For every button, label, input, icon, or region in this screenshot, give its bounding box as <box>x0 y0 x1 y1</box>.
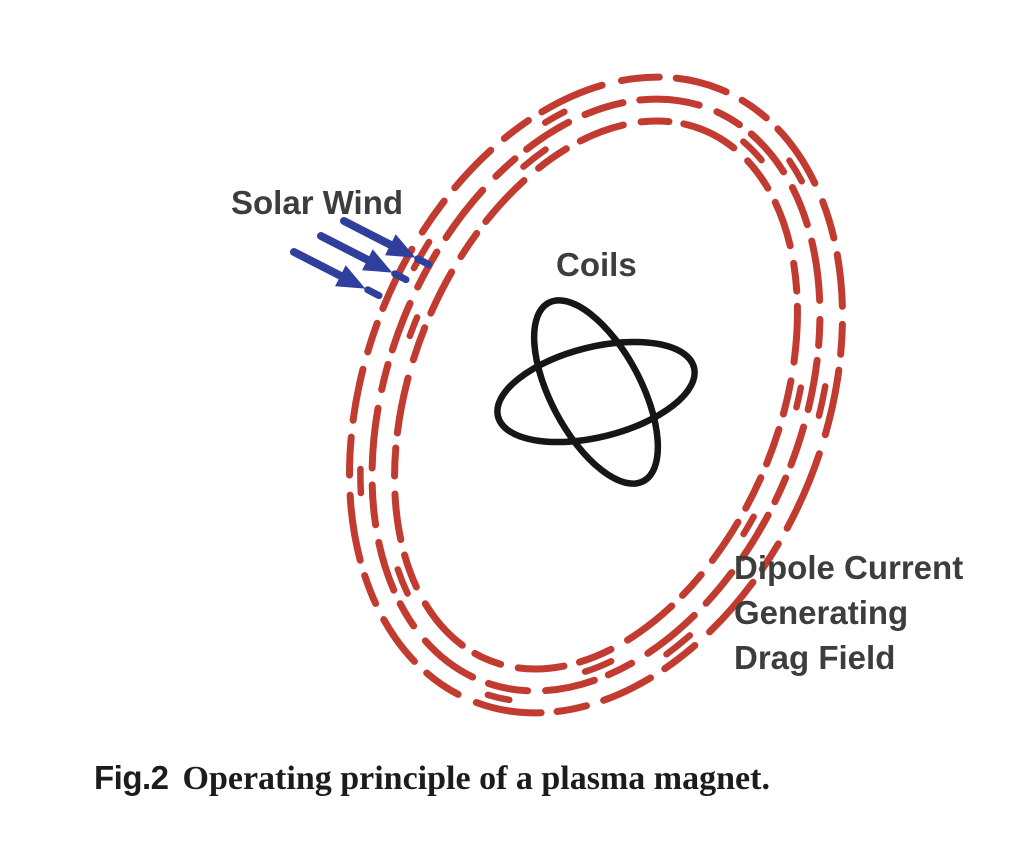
caption-text: Operating principle of a plasma magnet. <box>182 760 770 797</box>
coil-ellipse-1 <box>494 338 698 446</box>
label-dipole-line-2: Generating <box>734 594 909 631</box>
drag-field-ring-outer <box>346 73 846 717</box>
label-dipole-line-3: Drag Field <box>734 639 896 676</box>
drag-field-rings <box>346 73 846 717</box>
drag-field-ring-accent-inner <box>380 106 812 684</box>
label-solar-wind: Solar Wind <box>231 184 404 221</box>
caption-figure-number: Fig.2 <box>94 759 169 796</box>
drag-field-ring-inner <box>391 117 801 673</box>
label-coils: Coils <box>556 246 637 283</box>
label-dipole-current: Dipole Current Generating Drag Field <box>734 545 963 680</box>
label-dipole-line-1: Dipole Current <box>734 549 964 586</box>
coil-ellipse-2 <box>530 297 662 487</box>
figure-caption: Fig.2 Operating principle of a plasma mag… <box>94 759 770 798</box>
drag-field-ring-middle <box>368 95 824 695</box>
coil-ellipses <box>494 297 698 487</box>
